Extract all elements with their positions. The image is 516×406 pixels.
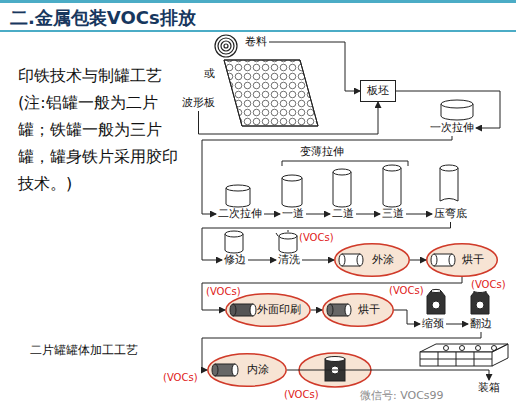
process-arrow	[406, 214, 432, 215]
step-label: 内涂	[247, 363, 269, 377]
step-label: 三道	[382, 207, 404, 220]
title-rule	[0, 0, 516, 31]
process-arrow	[264, 214, 280, 215]
step-label: 一次拉伸	[430, 121, 474, 134]
figure-caption: 二片罐罐体加工工艺	[30, 342, 138, 359]
vocs-step-ellipse: 内涂	[207, 353, 287, 387]
step-label: 装箱	[478, 381, 500, 394]
ellipse-shape	[226, 294, 310, 327]
process-step: 二道	[330, 206, 356, 222]
step-label: 修边	[224, 253, 246, 266]
step-label: 烘干	[358, 303, 380, 317]
step-label: 翻边	[470, 317, 492, 330]
process-step: 清洗	[276, 252, 302, 268]
vocs-step-ellipse: 外面印刷	[225, 293, 311, 327]
process-step: 波形板	[180, 95, 217, 111]
vocs-marker: (VOCs)	[298, 232, 335, 244]
process-step: 缩颈	[420, 316, 446, 332]
watermark: 微信号: VOCs99	[360, 388, 444, 403]
step-label: 清洗	[278, 253, 300, 266]
step-label: 板坯	[367, 84, 389, 97]
process-arrow	[302, 260, 334, 261]
alternative-mark: 或	[204, 66, 215, 81]
process-arrow	[356, 214, 380, 215]
process-step: 卷料	[243, 34, 269, 50]
process-arrow	[311, 310, 322, 311]
process-box: 板坯	[360, 80, 396, 102]
process-step: 一道	[280, 206, 306, 222]
process-arrow	[287, 370, 489, 380]
vocs-step-ellipse: 烘干	[426, 243, 498, 277]
process-step: 修边	[222, 252, 248, 268]
process-arrow	[410, 260, 426, 261]
process-step: 一次拉伸	[428, 120, 476, 136]
step-label: 外涂	[372, 253, 394, 267]
process-arrow	[306, 214, 330, 215]
vocs-marker: (VOCs)	[283, 389, 320, 401]
process-arrow	[248, 260, 276, 261]
process-arrow	[202, 277, 462, 310]
process-step: 翻边	[468, 316, 494, 332]
step-label: 缩颈	[422, 317, 444, 330]
vocs-marker: (VOCs)	[470, 279, 507, 291]
vocs-marker: (VOCs)	[388, 285, 425, 297]
process-step: 三道	[380, 206, 406, 222]
process-step: 压弯底	[432, 206, 469, 222]
slide-title: 二.金属包装VOCs排放	[10, 6, 196, 30]
step-label: 卷料	[245, 35, 267, 48]
ellipse-shape	[335, 244, 409, 277]
step-label: 二次拉伸	[218, 207, 262, 220]
ellipse-shape	[208, 354, 286, 387]
step-label: 一道	[282, 207, 304, 220]
crate-drawing	[420, 344, 508, 366]
vocs-step-ellipse: 外涂	[334, 243, 410, 277]
process-arrow	[199, 102, 379, 134]
process-arrow	[394, 310, 420, 324]
process-arrow	[446, 324, 468, 325]
vocs-marker: (VOCs)	[205, 286, 242, 298]
process-step: 二次拉伸	[216, 206, 264, 222]
note-heading: 印铁技术与制罐工艺	[18, 62, 183, 89]
note-text: (注:铝罐一般为二片罐；铁罐一般为三片罐，罐身铁片采用胶印技术。)	[18, 89, 183, 197]
coil-drawing	[215, 35, 237, 57]
ellipse-shape	[323, 294, 394, 327]
vocs-marker: (VOCs)	[162, 372, 199, 384]
process-step: 装箱	[476, 380, 502, 396]
step-label: 外面印刷	[257, 303, 301, 317]
cup-drawings	[225, 100, 473, 253]
thinning-bracket	[282, 161, 408, 166]
step-group-label: 变薄拉伸	[300, 144, 344, 159]
sheet-drawing	[224, 60, 318, 126]
step-label: 二道	[332, 207, 354, 220]
process-arrow	[202, 136, 452, 214]
vocs-step-ellipse: 烘干	[322, 293, 394, 327]
ellipse-shape	[427, 244, 498, 277]
step-label: 压弯底	[434, 207, 467, 220]
process-arrow	[269, 42, 360, 91]
step-label: 烘干	[462, 253, 484, 267]
process-arrow	[202, 332, 481, 370]
step-ellipses	[207, 243, 498, 387]
step-label: 波形板	[182, 96, 215, 109]
